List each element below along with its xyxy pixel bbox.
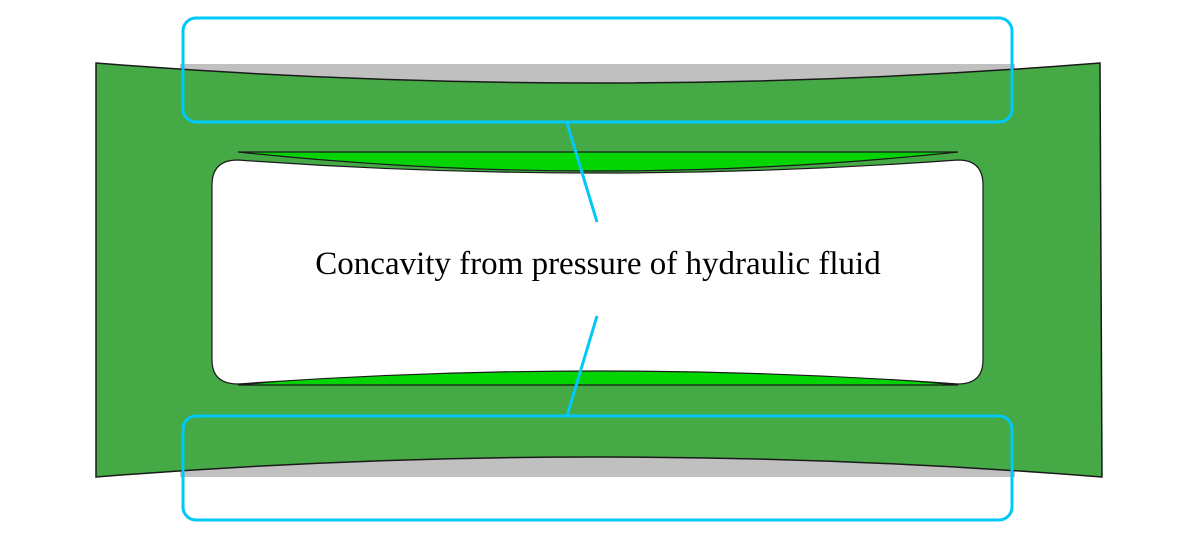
top-callout-box — [181, 16, 1014, 124]
inner-window — [211, 159, 984, 385]
top-leader-line — [565, 122, 599, 223]
annotation-label: Concavity from pressure of hydraulic flu… — [315, 246, 881, 282]
top-cavity-band — [237, 151, 959, 172]
bottom-leader-line — [565, 315, 599, 417]
bottom-callout-box — [181, 414, 1014, 522]
